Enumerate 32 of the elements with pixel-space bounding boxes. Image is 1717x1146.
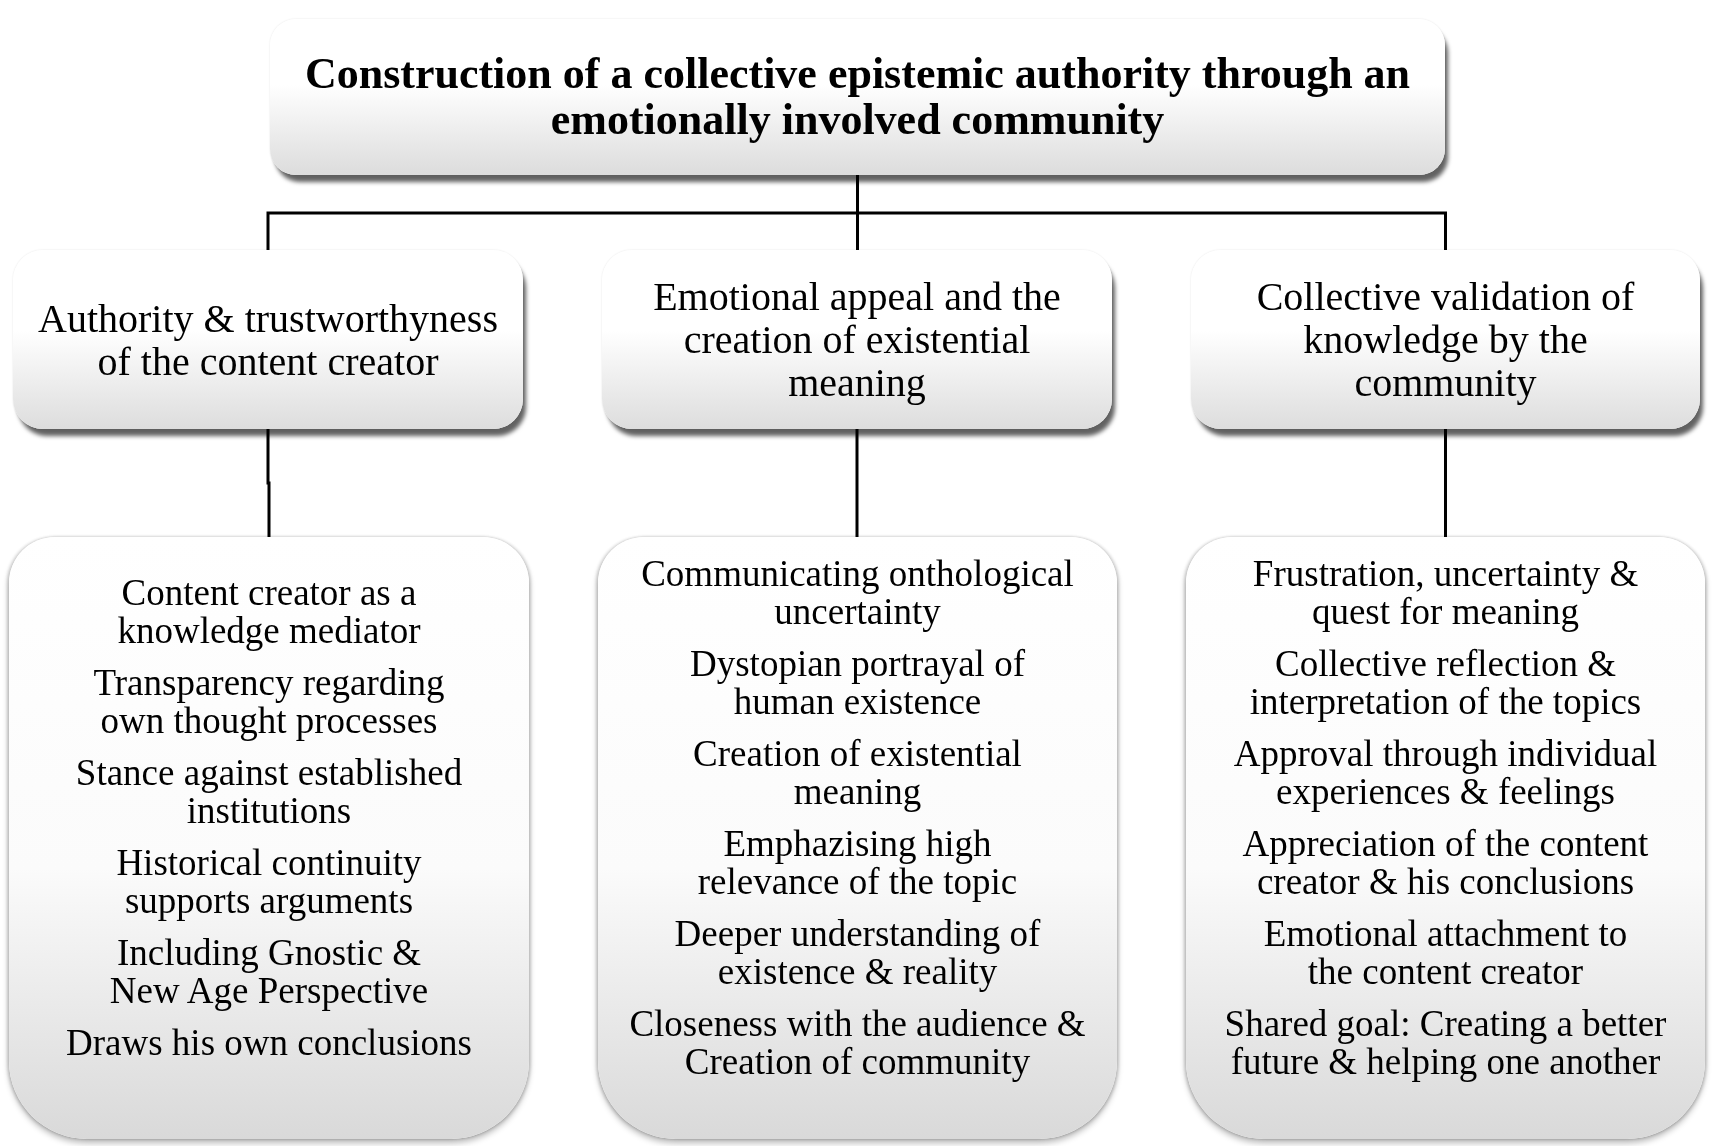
connector-line [855, 429, 859, 537]
category-text: Collective validation of knowledge by the community [1255, 275, 1636, 404]
connector-line [1444, 429, 1447, 537]
item-text: Draws his own conclusions [66, 1024, 472, 1062]
category-box [13, 250, 523, 429]
item-text: Appreciation of the content creator & his conclusions [1241, 825, 1650, 901]
item-text: Collective reflection & interpretation of the topics [1248, 645, 1643, 721]
heading-text: Construction of a collective epistemic authority through an emotionally involved community [303, 51, 1412, 143]
item-text: Including Gnostic & New Age Perspective [108, 934, 430, 1010]
item-text: Stance against established institutions [74, 754, 464, 830]
item-list-box [1186, 537, 1705, 1139]
item-text: Creation of existential meaning [692, 735, 1023, 811]
item-text: Closeness with the audience & Creation of community [628, 1005, 1087, 1081]
item-text: Content creator as a knowledge mediator [116, 574, 422, 650]
item-text: Transparency regarding own thought processes [92, 664, 446, 740]
item-text: Emotional attachment to the content creator [1262, 915, 1629, 991]
item-text: Dystopian portrayal of human existence [689, 645, 1026, 721]
item-text: Communicating onthological uncertainty [640, 555, 1075, 631]
item-text: Deeper understanding of existence & reality [673, 915, 1042, 991]
item-text: Historical continuity supports arguments [115, 844, 423, 920]
item-text: Shared goal: Creating a better future & helping one another [1223, 1005, 1668, 1081]
category-box [602, 250, 1112, 429]
connector-line [266, 429, 271, 537]
heading-box [270, 19, 1445, 175]
item-text: Emphazising high relevance of the topic [696, 825, 1019, 901]
item-list-box [9, 537, 529, 1139]
category-text: Authority & trustworthyness of the content creator [37, 296, 499, 383]
category-text: Emotional appeal and the creation of existential meaning [652, 275, 1062, 404]
item-text: Approval through individual experiences & feelings [1232, 735, 1659, 811]
item-text: Frustration, uncertainty & quest for meaning [1251, 555, 1640, 631]
category-box [1191, 250, 1700, 429]
item-list-box [598, 537, 1117, 1139]
